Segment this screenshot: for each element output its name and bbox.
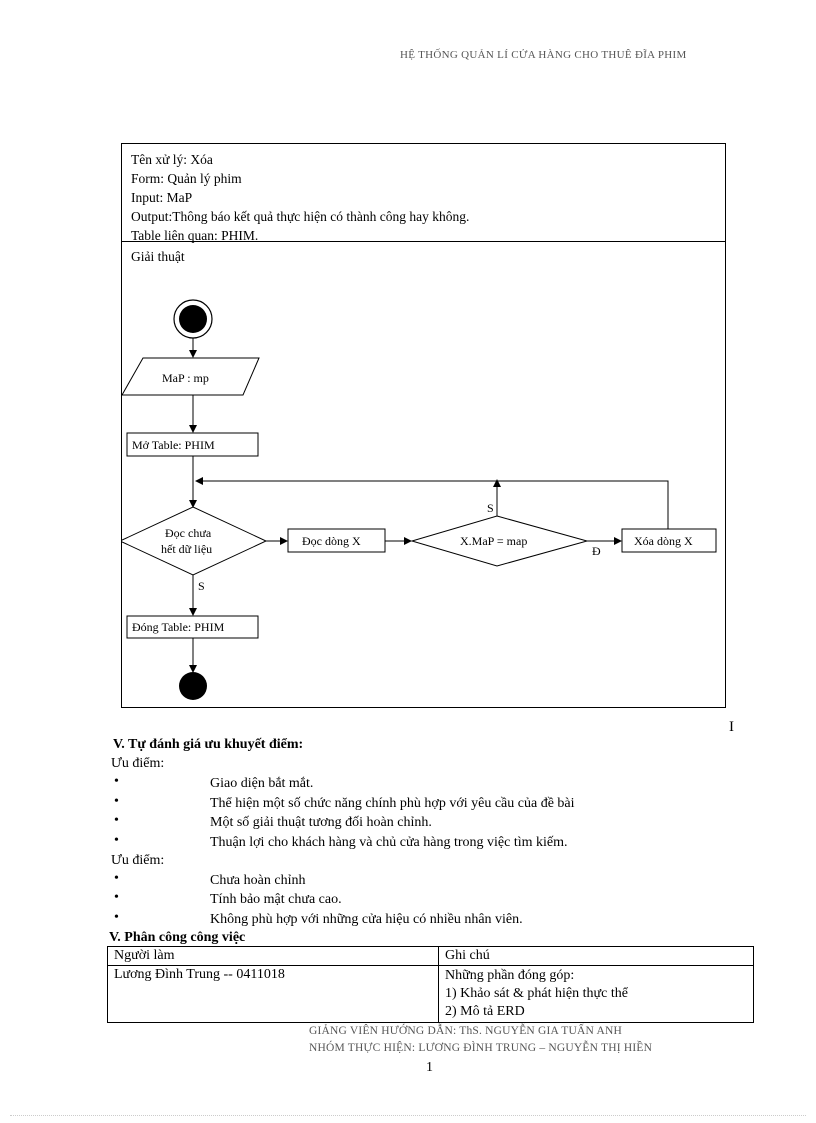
decision-read-diamond [122, 506, 268, 576]
process-form-line: Form: Quản lý phim [131, 171, 242, 186]
document-header: HỆ THỐNG QUẢN LÍ CỬA HÀNG CHO THUÊ ĐĨA P… [400, 49, 687, 61]
footer-instructor: GIẢNG VIÊN HƯỚNG DẪN: ThS. NGUYỄN GIA TU… [309, 1025, 622, 1037]
delete-row-label: Xóa dòng X [634, 534, 693, 548]
footer-team: NHÓM THỰC HIỆN: LƯƠNG ĐÌNH TRUNG – NGUYỄ… [309, 1042, 653, 1054]
open-table-label: Mở Table: PHIM [132, 438, 215, 452]
assignment-table: Người làm Ghi chú Lương Đình Trung -- 04… [107, 946, 754, 1023]
note-line: 1) Khảo sát & phát hiện thực thể [445, 986, 628, 1001]
bullet-icon: • [114, 910, 119, 925]
input-shape [122, 357, 260, 396]
input-label: MaP : mp [162, 371, 209, 385]
note-line: 2) Mô tả ERD [445, 1004, 525, 1019]
page-number: 1 [426, 1060, 433, 1075]
bullet-icon: • [114, 871, 119, 886]
notes-cell: Những phần đóng góp: 1) Khảo sát & phát … [438, 965, 754, 1023]
table-header-row: Người làm Ghi chú [107, 946, 754, 966]
column-header: Người làm [107, 946, 439, 966]
end-node [179, 672, 207, 700]
pros-label: Ưu điểm: [111, 756, 165, 771]
cons-label: Ưu điểm: [111, 853, 165, 868]
delete-flowchart: MaP : mp Mở Table: PHIM Đọc chưa hết dữ … [122, 299, 717, 700]
note-line: Những phần đóng góp: [445, 968, 575, 983]
stray-mark: I [729, 719, 734, 735]
decision-read-line2: hết dữ liệu [161, 542, 212, 556]
label-d: Đ [592, 544, 601, 558]
bullet-icon: • [114, 794, 119, 809]
decision-match-diamond [410, 515, 589, 567]
delete-row-box [621, 528, 717, 553]
bullet-icon: • [114, 774, 119, 789]
label-s-top: S [487, 501, 494, 515]
label-s-bottom: S [198, 579, 205, 593]
process-name-line: Tên xử lý: Xóa [131, 152, 213, 167]
page-bottom-divider [10, 1115, 806, 1116]
process-output-line: Output:Thông báo kết quả thực hiện có th… [131, 209, 470, 224]
decision-match-label: X.MaP = map [460, 534, 527, 548]
loop-back-arrow [195, 477, 669, 529]
process-spec-box: Tên xử lý: Xóa Form: Quản lý phim Input:… [121, 143, 726, 708]
process-table-line: Table liên quan: PHIM. [131, 228, 259, 243]
bullet-icon: • [114, 813, 119, 828]
evaluation-title: V. Tự đánh giá ưu khuyết điểm: [113, 737, 304, 752]
process-input-line: Input: MaP [131, 190, 193, 205]
process-info: Tên xử lý: Xóa Form: Quản lý phim Input:… [122, 144, 725, 243]
read-row-label: Đọc dòng X [302, 534, 361, 548]
table-row: Lương Đình Trung -- 0411018 Những phần đ… [107, 965, 754, 1023]
column-header: Ghi chú [438, 946, 754, 966]
bullet-icon: • [114, 890, 119, 905]
assignment-title: V. Phân công công việc [109, 930, 246, 945]
close-table-label: Đóng Table: PHIM [132, 620, 225, 634]
person-cell: Lương Đình Trung -- 0411018 [107, 965, 439, 1023]
algorithm-label: Giải thuật [131, 249, 185, 264]
decision-read-line1: Đọc chưa [165, 526, 212, 540]
start-node [173, 299, 213, 339]
bullet-icon: • [114, 833, 119, 848]
